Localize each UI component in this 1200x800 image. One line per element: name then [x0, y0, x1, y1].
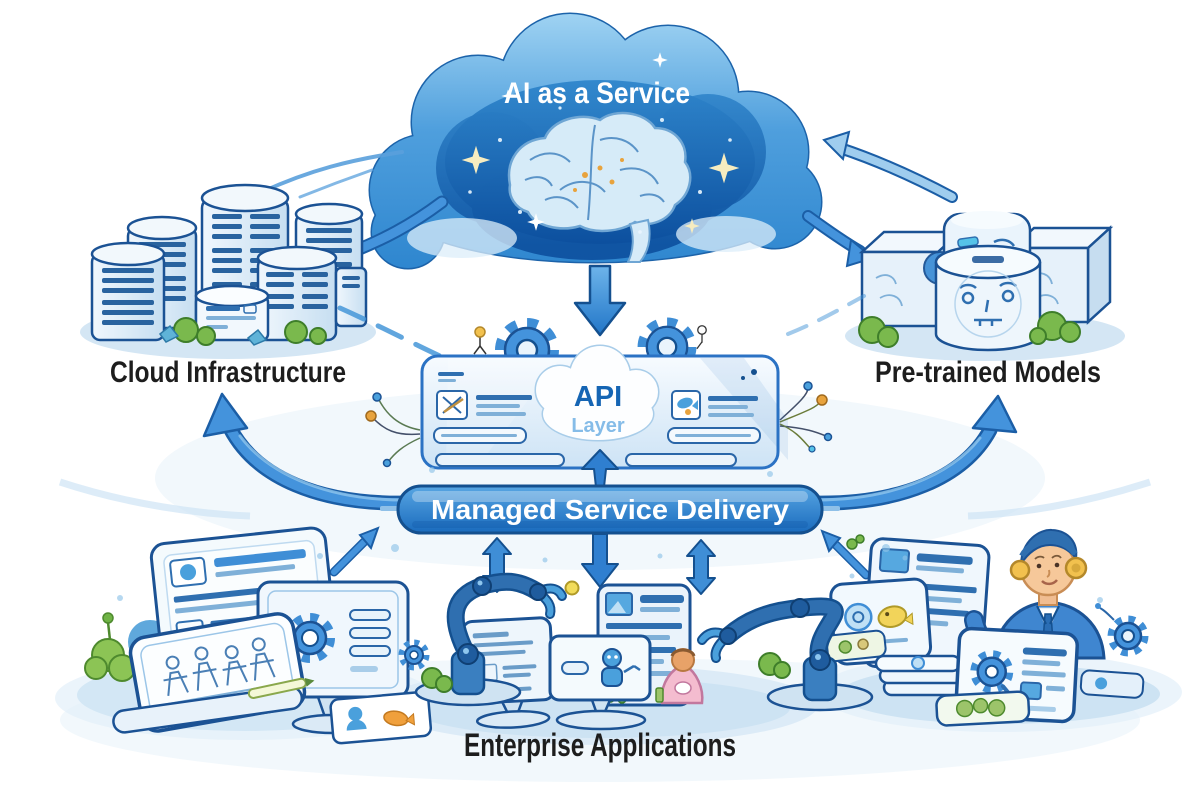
api-panel — [420, 354, 788, 470]
arrow-applications-right-to-delivery — [820, 529, 871, 580]
robot-arm-icon — [414, 572, 580, 707]
fish-icon — [671, 390, 701, 420]
blue-specks — [117, 467, 1103, 603]
ai-cloud-node: AI as a Service — [368, 12, 823, 270]
sparkle-icon — [461, 52, 740, 234]
pretrained-models-node — [845, 211, 1125, 361]
arrow-delivery-to-infrastructure — [202, 392, 416, 511]
delivery-label: Managed Service Delivery — [431, 494, 789, 525]
managed-service-delivery-banner: Managed Service Delivery — [380, 484, 840, 535]
infrastructure-label: Cloud Infrastructure — [110, 356, 346, 389]
gear-icon — [398, 639, 430, 671]
crystal-bits — [158, 324, 268, 346]
foliage — [421, 652, 791, 693]
photo-card-icon — [329, 690, 433, 745]
dashed-curve-models-to-api — [786, 294, 866, 336]
models-label: Pre-trained Models — [875, 356, 1101, 389]
api-badge: API Layer — [534, 344, 660, 442]
cloud-infrastructure-node — [80, 183, 376, 359]
pen-icon — [247, 677, 315, 699]
arrow-cloud-to-api — [573, 264, 627, 337]
foliage — [173, 317, 327, 346]
api-subtitle: Layer — [571, 415, 625, 437]
robot-arm-icon — [697, 597, 874, 712]
double-arrow-delivery-applications-right — [686, 539, 716, 595]
flask-icon — [655, 687, 664, 703]
model-cube-icon — [858, 211, 1114, 352]
gear-icon — [970, 650, 1017, 702]
server-stack-icon — [90, 183, 368, 342]
arrow-infrastructure-to-cloud — [260, 150, 404, 199]
arrow-delivery-to-models — [804, 394, 1018, 511]
card-icon — [935, 690, 1031, 727]
node-figure-icon — [473, 326, 487, 355]
bush-icon — [84, 612, 136, 682]
leaf-icon — [846, 534, 865, 550]
foliage — [858, 311, 1081, 348]
gear-icon — [285, 613, 335, 663]
applications-label: Enterprise Applications — [464, 727, 736, 763]
node-figure-icon — [696, 325, 707, 350]
monitor-icon — [548, 634, 652, 731]
applications-left-cluster — [84, 526, 433, 745]
arrow-models-to-cloud — [822, 130, 958, 203]
network-specks — [468, 98, 732, 234]
arrow-applications-left-to-delivery — [329, 526, 380, 577]
disk-stack-icon — [874, 654, 970, 697]
brain-icon — [507, 111, 692, 263]
pink-figurine-icon — [660, 648, 704, 705]
applications-center-cluster — [414, 572, 874, 731]
dendrite-nodes-right — [779, 381, 833, 453]
dashed-curve-infrastructure-to-api — [337, 305, 443, 359]
cloud-title: AI as a Service — [504, 77, 690, 110]
gear-icon — [1095, 603, 1149, 657]
tool-icon — [436, 390, 468, 420]
arrow-delivery-to-applications — [581, 533, 619, 588]
robot-icon — [601, 648, 641, 687]
dendrite-nodes-left — [365, 392, 421, 468]
card-icon — [1079, 669, 1145, 699]
applications-right-cluster — [825, 528, 1149, 727]
card-icon — [825, 629, 887, 663]
api-title: API — [574, 381, 622, 413]
api-layer-node: API Layer — [365, 317, 833, 470]
